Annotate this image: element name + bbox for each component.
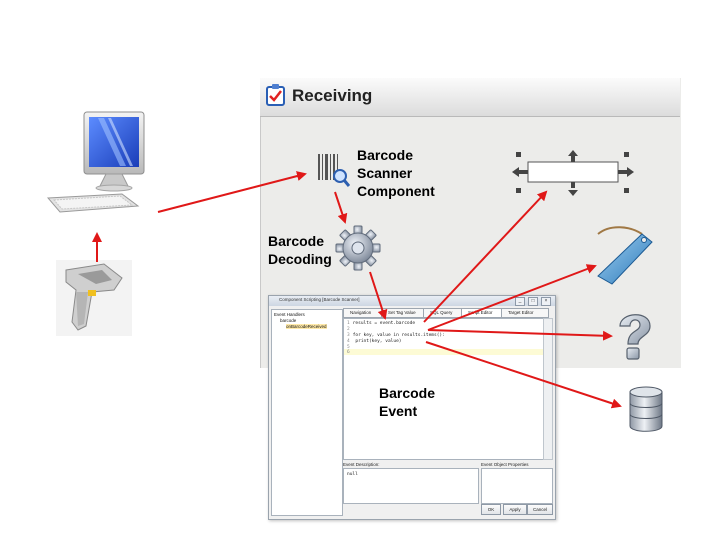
code-line: 4 print(key, value) bbox=[347, 339, 402, 344]
code-scrollbar[interactable] bbox=[543, 318, 553, 460]
database-icon bbox=[629, 386, 663, 432]
barcode-scanner-device-icon bbox=[56, 260, 132, 336]
script-window-title: Component Scripting [Barcode Scanner] bbox=[279, 297, 360, 302]
event-description-value: null bbox=[347, 472, 358, 477]
arrow-event-to-textfield bbox=[423, 190, 548, 323]
tree-item-barcode[interactable]: barcode bbox=[280, 318, 297, 323]
tree-item-on-barcode-received[interactable]: onBarcodeReceived bbox=[286, 324, 327, 329]
arrow-component-to-decoding bbox=[334, 191, 348, 224]
arrow-decoding-to-event bbox=[369, 271, 388, 320]
code-line: 6 bbox=[347, 350, 350, 355]
event-properties-box bbox=[481, 468, 553, 504]
cancel-button[interactable]: Cancel bbox=[527, 504, 553, 515]
question-mark-icon bbox=[619, 314, 651, 360]
receiving-header bbox=[260, 78, 680, 117]
textfield-component-icon bbox=[512, 150, 634, 196]
apply-button[interactable]: Apply bbox=[503, 504, 527, 515]
ok-button[interactable]: OK bbox=[481, 504, 501, 515]
scanner-component-label: Barcode Scanner Component bbox=[357, 147, 435, 199]
computer-icon bbox=[46, 111, 145, 213]
maximize-button[interactable]: □ bbox=[528, 297, 538, 306]
script-window-titlebar: Component Scripting [Barcode Scanner] _ … bbox=[269, 296, 555, 306]
receiving-title: Receiving bbox=[292, 86, 373, 105]
arrow-event-to-database bbox=[425, 341, 622, 409]
checklist-icon bbox=[266, 84, 285, 106]
tab-target-editor[interactable]: Target Editor bbox=[501, 308, 549, 318]
event-description-label: Event Description: bbox=[343, 462, 380, 467]
event-label: Barcode Event bbox=[379, 385, 436, 419]
event-tree: Event Handlers barcode onBarcodeReceived bbox=[271, 309, 343, 516]
minimize-button[interactable]: _ bbox=[515, 297, 525, 306]
arrow-event-to-question bbox=[427, 329, 613, 341]
code-line: 5 bbox=[347, 345, 350, 350]
close-button[interactable]: × bbox=[541, 297, 551, 306]
current-line-highlight bbox=[344, 349, 544, 355]
tree-item-event-handlers[interactable]: Event Handlers bbox=[274, 312, 305, 317]
code-line: 2 bbox=[347, 327, 350, 332]
barcode-scanner-component-icon bbox=[318, 154, 350, 187]
event-properties-label: Event Object Properties bbox=[481, 462, 529, 467]
arrow-event-to-tag bbox=[427, 264, 597, 331]
action-tabs: Navigation Set Tag Value SQL Query Scrip… bbox=[343, 308, 553, 318]
decoding-label: Barcode Decoding bbox=[268, 233, 332, 267]
arrow-computer-to-component bbox=[157, 171, 307, 213]
tag-icon bbox=[597, 226, 653, 285]
event-description-box: null bbox=[343, 468, 479, 504]
gear-icon bbox=[335, 225, 381, 271]
